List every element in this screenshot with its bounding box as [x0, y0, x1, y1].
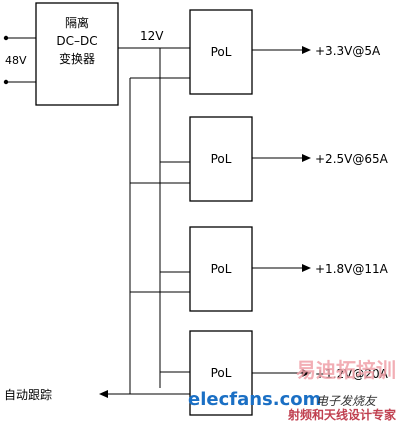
watermark-site: elecfans.com: [188, 389, 321, 410]
bus-wires: [118, 47, 190, 388]
converter-label-line2: DC–DC: [56, 34, 97, 48]
pol-module-4: PoL +1.2V@20A: [189, 330, 389, 416]
pol-label-2: PoL: [211, 152, 232, 166]
pol-label-1: PoL: [211, 45, 232, 59]
watermark-site-cn: 电子发烧友: [316, 394, 378, 408]
pol-output-2: +2.5V@65A: [315, 152, 389, 166]
pol-label-3: PoL: [211, 262, 232, 276]
pol-module-1: PoL +3.3V@5A: [189, 9, 381, 95]
watermark-logo-cn: 易迪拓培训: [296, 358, 396, 382]
input-voltage-label: 48V: [5, 54, 27, 67]
pol-module-2: PoL +2.5V@65A: [189, 116, 389, 202]
pol-output-4: +1.2V@20A: [315, 367, 389, 381]
input-terminals: [3, 35, 36, 85]
pol-label-4: PoL: [211, 366, 232, 380]
pol-output-3: +1.8V@11A: [315, 262, 389, 276]
tracking-wires: [99, 77, 190, 398]
pol-output-1: +3.3V@5A: [315, 44, 381, 58]
converter-label-line3: 变换器: [59, 51, 95, 66]
tracking-label: 自动跟踪: [4, 388, 52, 402]
pol-module-3: PoL +1.8V@11A: [189, 226, 389, 312]
watermark-slogan: 射频和天线设计专家: [287, 407, 397, 421]
converter-label-line1: 隔离: [65, 15, 89, 30]
bus-voltage-label: 12V: [140, 29, 164, 43]
watermark-logo: 易迪拓培训 elecfans.com 电子发烧友 射频和天线设计专家: [188, 358, 397, 421]
dc-dc-converter-box: [35, 2, 119, 106]
